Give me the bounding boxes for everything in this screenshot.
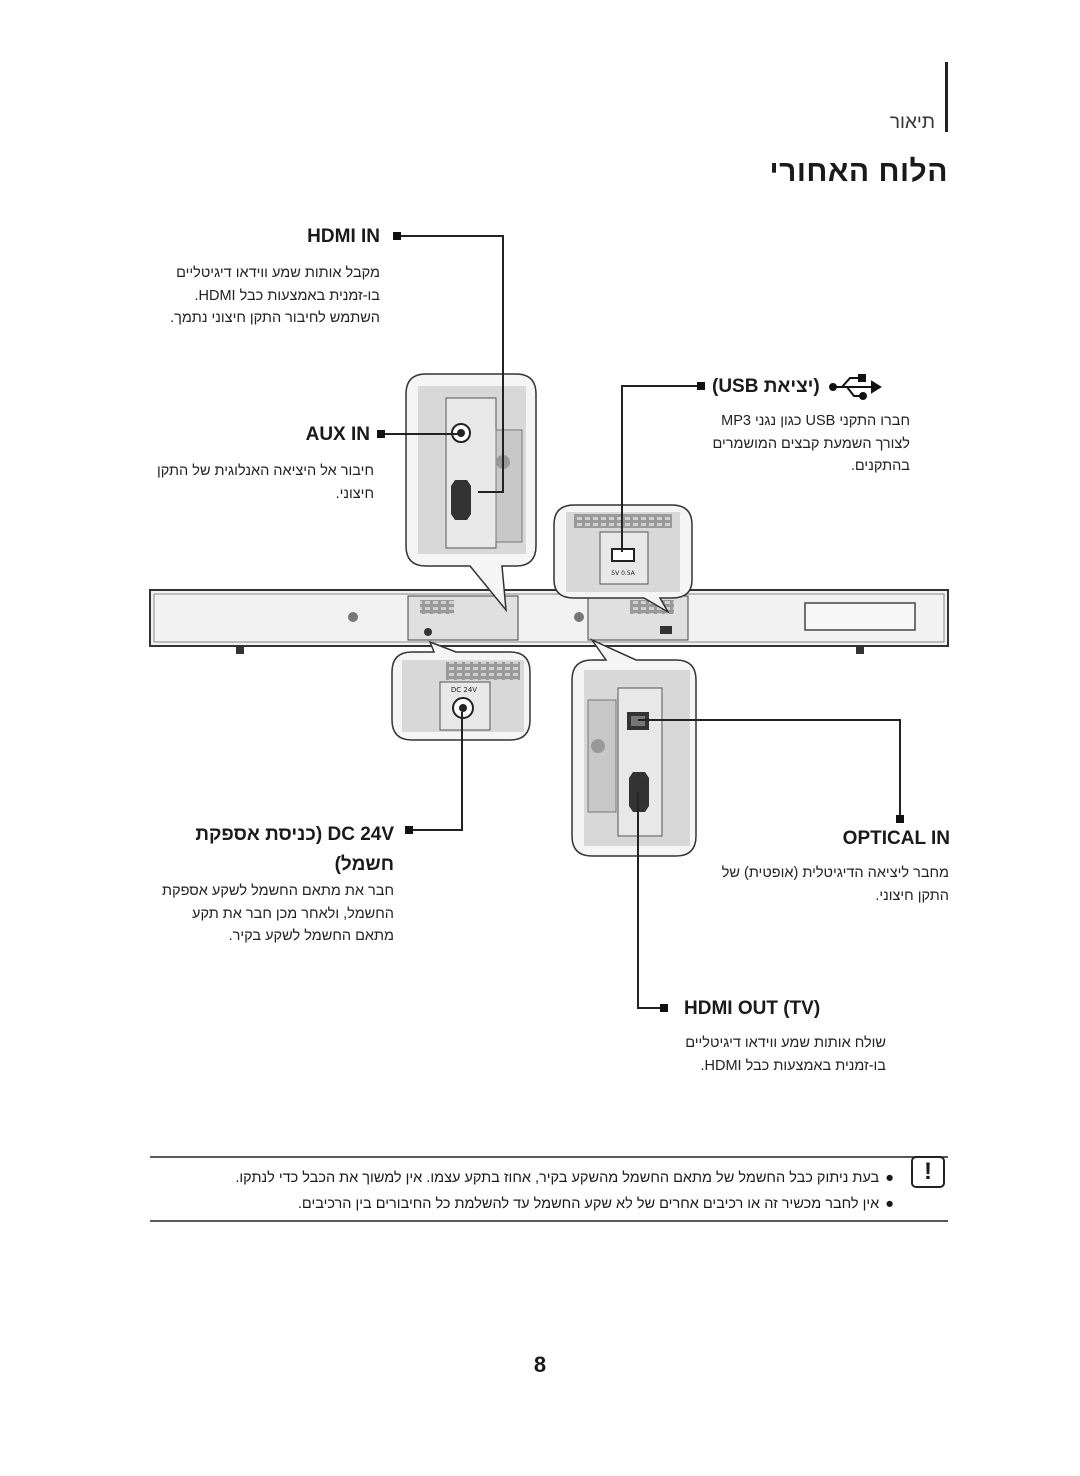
optical-in-line: מחבר ליציאה הדיגיטלית (אופטית) של xyxy=(721,865,949,881)
dc-power-label: DC 24V (כניסת אספקת חשמל) xyxy=(174,820,394,880)
callout-lines xyxy=(384,235,901,1009)
dc-power-line: החשמל, ולאחר מכן חבר את תקע xyxy=(192,905,394,922)
usb-icon xyxy=(829,374,882,400)
optical-in-label: OPTICAL IN xyxy=(842,828,950,849)
usb-label: (יציאת USB) xyxy=(712,376,820,397)
section-label: תיאור xyxy=(889,112,935,133)
usb-description: חברו התקני USB כגון נגני MP3 לצורך השמעת… xyxy=(680,410,910,478)
hdmi-out-line: בו-זמנית באמצעות כבל HDMI. xyxy=(700,1057,887,1074)
svg-text:DC 24V: DC 24V xyxy=(451,686,477,694)
optical-in-description: מחבר ליציאה הדיגיטלית (אופטית) של התקן ח… xyxy=(699,862,949,907)
dc-power-line: מתאם החשמל לשקע בקיר. xyxy=(228,928,394,944)
header-rule xyxy=(945,62,948,132)
dc-power-label-line1: DC 24V (כניסת אספקת xyxy=(195,824,394,845)
aux-in-line: חיבור אל היציאה האנלוגית של התקן xyxy=(157,463,374,479)
note-item: ● אין לחבר מכשיר זה או רכיבים אחרים של לא… xyxy=(174,1196,894,1212)
hdmi-in-line: בו-זמנית באמצעות כבל HDMI. xyxy=(194,287,381,304)
aux-in-label: AUX IN xyxy=(305,424,370,445)
bullet-icon: ● xyxy=(885,1196,894,1212)
exclamation-icon: ! xyxy=(911,1156,945,1188)
hdmi-in-line: השתמש לחיבור התקן חיצוני נתמך. xyxy=(170,310,380,326)
hdmi-in-label: HDMI IN xyxy=(307,226,380,247)
usb-line: לצורך השמעת קבצים המושמרים xyxy=(712,435,910,452)
usb-line: חברו התקני USB כגון נגני MP3 xyxy=(721,413,910,429)
hdmi-out-line: שולח אותות שמע ווידאו דיגיטליים xyxy=(685,1035,886,1051)
svg-text:5V 0.5A: 5V 0.5A xyxy=(611,570,635,577)
hdmi-in-line: מקבל אותות שמע ווידאו דיגיטליים xyxy=(176,265,380,281)
hdmi-out-description: שולח אותות שמע ווידאו דיגיטליים בו-זמנית… xyxy=(646,1032,886,1077)
note-text: בעת ניתוק כבל החשמל של מתאם החשמל מהשקע … xyxy=(235,1170,880,1186)
page-title: הלוח האחורי xyxy=(769,155,948,188)
dc-power-description: חבר את מתאם החשמל לשקע אספקת החשמל, ולאח… xyxy=(144,880,394,948)
zoom-optical-hdmi-out xyxy=(571,638,697,857)
aux-in-line: חיצוני. xyxy=(335,485,374,502)
hdmi-out-label: HDMI OUT (TV) xyxy=(684,998,821,1019)
note-item: ● בעת ניתוק כבל החשמל של מתאם החשמל מהשקע… xyxy=(174,1170,894,1186)
aux-in-description: חיבור אל היציאה האנלוגית של התקן חיצוני. xyxy=(114,460,374,505)
callout-markers xyxy=(377,232,904,1012)
optical-in-line: התקן חיצוני. xyxy=(875,887,949,904)
zoom-dc: DC 24V xyxy=(391,640,531,741)
note-text: אין לחבר מכשיר זה או רכיבים אחרים של לא … xyxy=(297,1196,880,1212)
zoom-aux-hdmi xyxy=(405,373,537,613)
hdmi-in-description: מקבל אותות שמע ווידאו דיגיטליים בו-זמנית… xyxy=(120,262,380,330)
page-number: 8 xyxy=(533,1352,547,1377)
dc-power-line: חבר את מתאם החשמל לשקע אספקת xyxy=(162,883,394,899)
dc-power-label-line2: חשמל) xyxy=(334,854,394,875)
soundbar-body xyxy=(149,589,949,654)
usb-line: בהתקנים. xyxy=(850,458,910,474)
bullet-icon: ● xyxy=(885,1170,894,1186)
